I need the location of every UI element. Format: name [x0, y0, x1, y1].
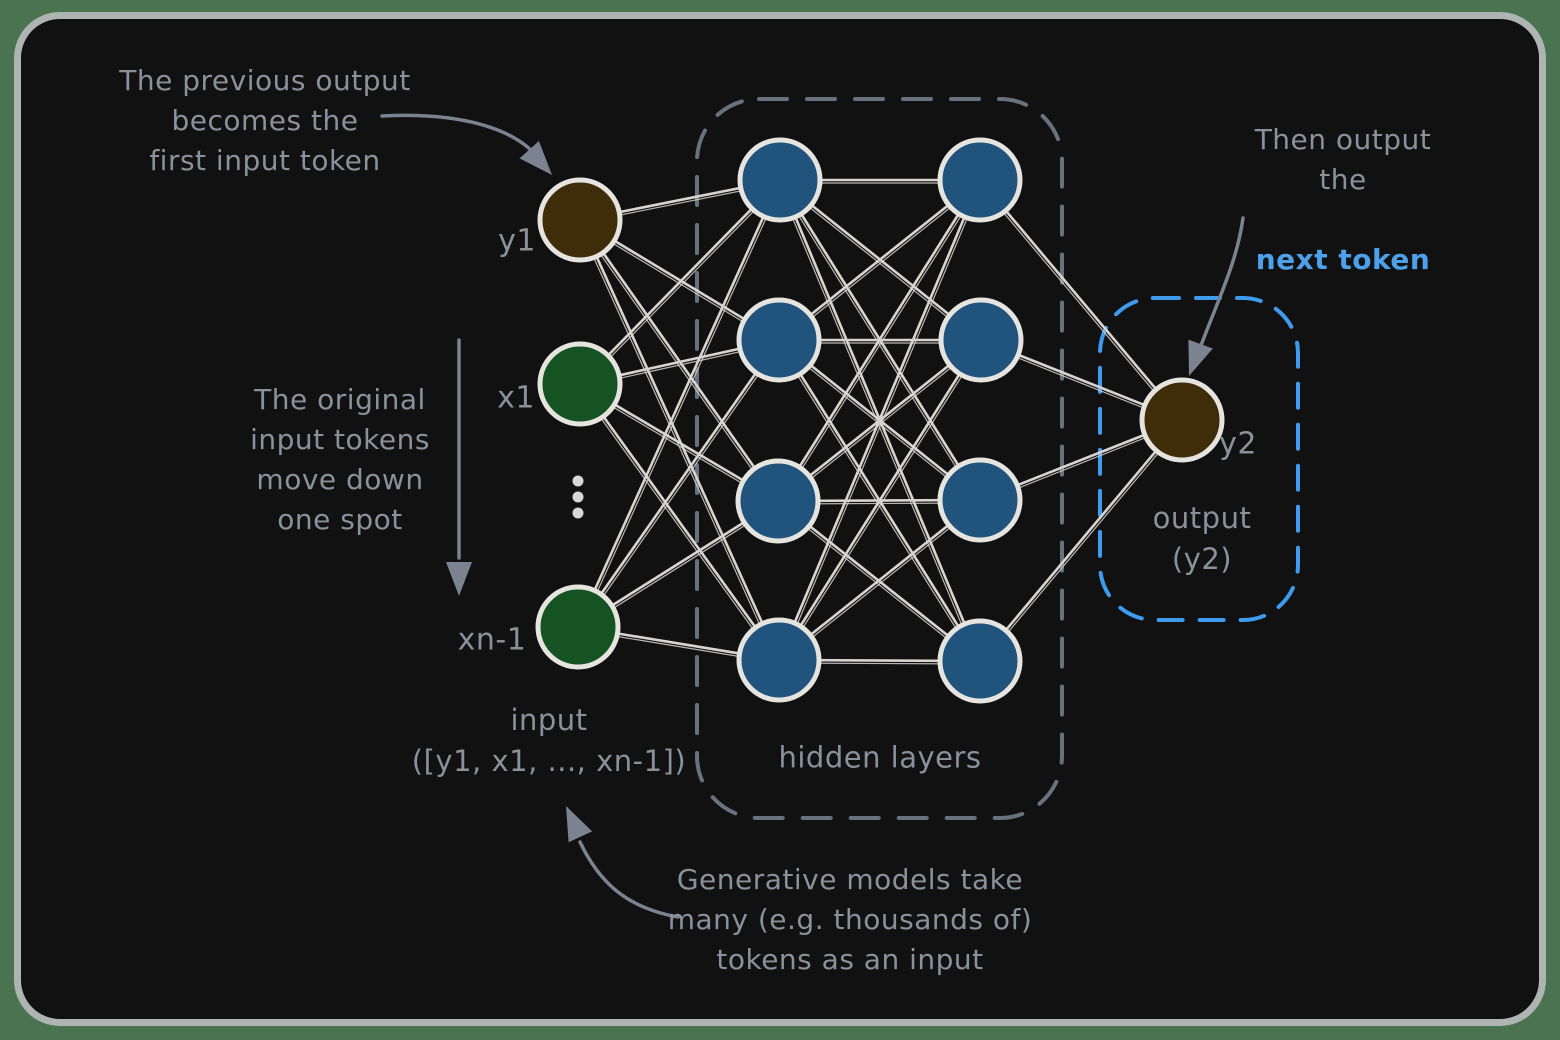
label-xn-1: xn-1	[457, 622, 527, 658]
arrow-to-y2-head	[1188, 339, 1213, 376]
edge-h1-4-h2-2	[777, 339, 983, 661]
edge-sketch-x1-h1-4	[577, 385, 778, 663]
edge-sketch-h1-4-h2-3	[780, 501, 983, 663]
node-x1	[537, 341, 623, 427]
node-h1-3	[735, 458, 821, 544]
then-output-line1: Then output the	[1254, 123, 1432, 196]
arrow-to-input	[578, 840, 680, 919]
edge-xn-1-h1-1	[576, 179, 782, 628]
edge-sketch-h1-4-h2-1	[781, 180, 984, 662]
node-h1-2	[736, 297, 822, 383]
edge-sketch-h1-4-h2-2	[781, 341, 985, 662]
node-xn-1	[535, 584, 621, 670]
label-y2: y2	[1219, 426, 1257, 462]
edge-sketch-h2-1-y2	[977, 181, 1181, 423]
edge-sketch-h1-2-h2-1	[780, 181, 983, 343]
label-x1: x1	[497, 380, 535, 416]
arrow-to-y1-head	[519, 141, 552, 175]
annotation-then-output: Then output the next token	[1235, 80, 1452, 280]
annotation-generative-models: Generative models take many (e.g. thousa…	[667, 863, 1033, 976]
node-y2	[1139, 377, 1225, 463]
edge-sketch-xn-1-h1-1	[580, 180, 784, 629]
ellipsis-dot-3	[572, 507, 584, 519]
node-h2-1	[937, 137, 1023, 223]
edge-sketch-h2-4-y2	[981, 421, 1185, 664]
edge-xn-1-h1-2	[576, 339, 781, 628]
ellipsis-dot-1	[572, 475, 584, 487]
edge-x1-h1-1	[579, 179, 781, 385]
edge-y1-h1-3	[578, 219, 780, 502]
label-output-group: output (y2)	[1152, 501, 1252, 576]
node-h2-2	[938, 297, 1024, 383]
edge-h2-4-y2	[979, 419, 1183, 662]
edge-y1-h1-4	[578, 219, 781, 661]
edge-sketch-x1-h1-1	[581, 181, 783, 387]
edge-h1-2-h2-1	[778, 178, 981, 342]
annotation-original-inputs: The original input tokens move down one …	[250, 383, 430, 536]
edge-sketch-xn-1-h1-2	[579, 341, 782, 630]
node-y1	[537, 177, 623, 263]
label-hidden-layers: hidden layers	[778, 740, 982, 775]
edge-sketch-h1-3-h2-1	[780, 181, 984, 503]
edge-sketch-h1-2-h2-4	[775, 341, 978, 663]
ellipsis-dot-2	[572, 491, 584, 503]
arrow-to-input-head	[566, 806, 593, 843]
edge-h1-4-h2-3	[778, 498, 981, 662]
edge-h1-3-h2-1	[776, 179, 982, 502]
then-output-next-token: next token	[1255, 243, 1431, 276]
label-input-group: input ([y1, x1, ..., xn-1])	[411, 703, 687, 778]
edge-x1-h1-4	[578, 383, 781, 661]
node-h1-4	[736, 617, 822, 703]
output-box	[1098, 296, 1300, 622]
node-h2-3	[937, 457, 1023, 543]
edge-h1-4-h2-1	[777, 179, 982, 661]
node-h1-1	[737, 137, 823, 223]
node-h2-4	[937, 618, 1023, 704]
edge-h2-1-y2	[979, 179, 1183, 421]
arrow-to-y2	[1198, 216, 1245, 350]
arrow-move-down-head	[446, 562, 472, 596]
annotation-previous-output: The previous output becomes the first in…	[119, 64, 411, 177]
hidden-layers-box	[695, 97, 1064, 820]
label-y1: y1	[498, 223, 536, 259]
